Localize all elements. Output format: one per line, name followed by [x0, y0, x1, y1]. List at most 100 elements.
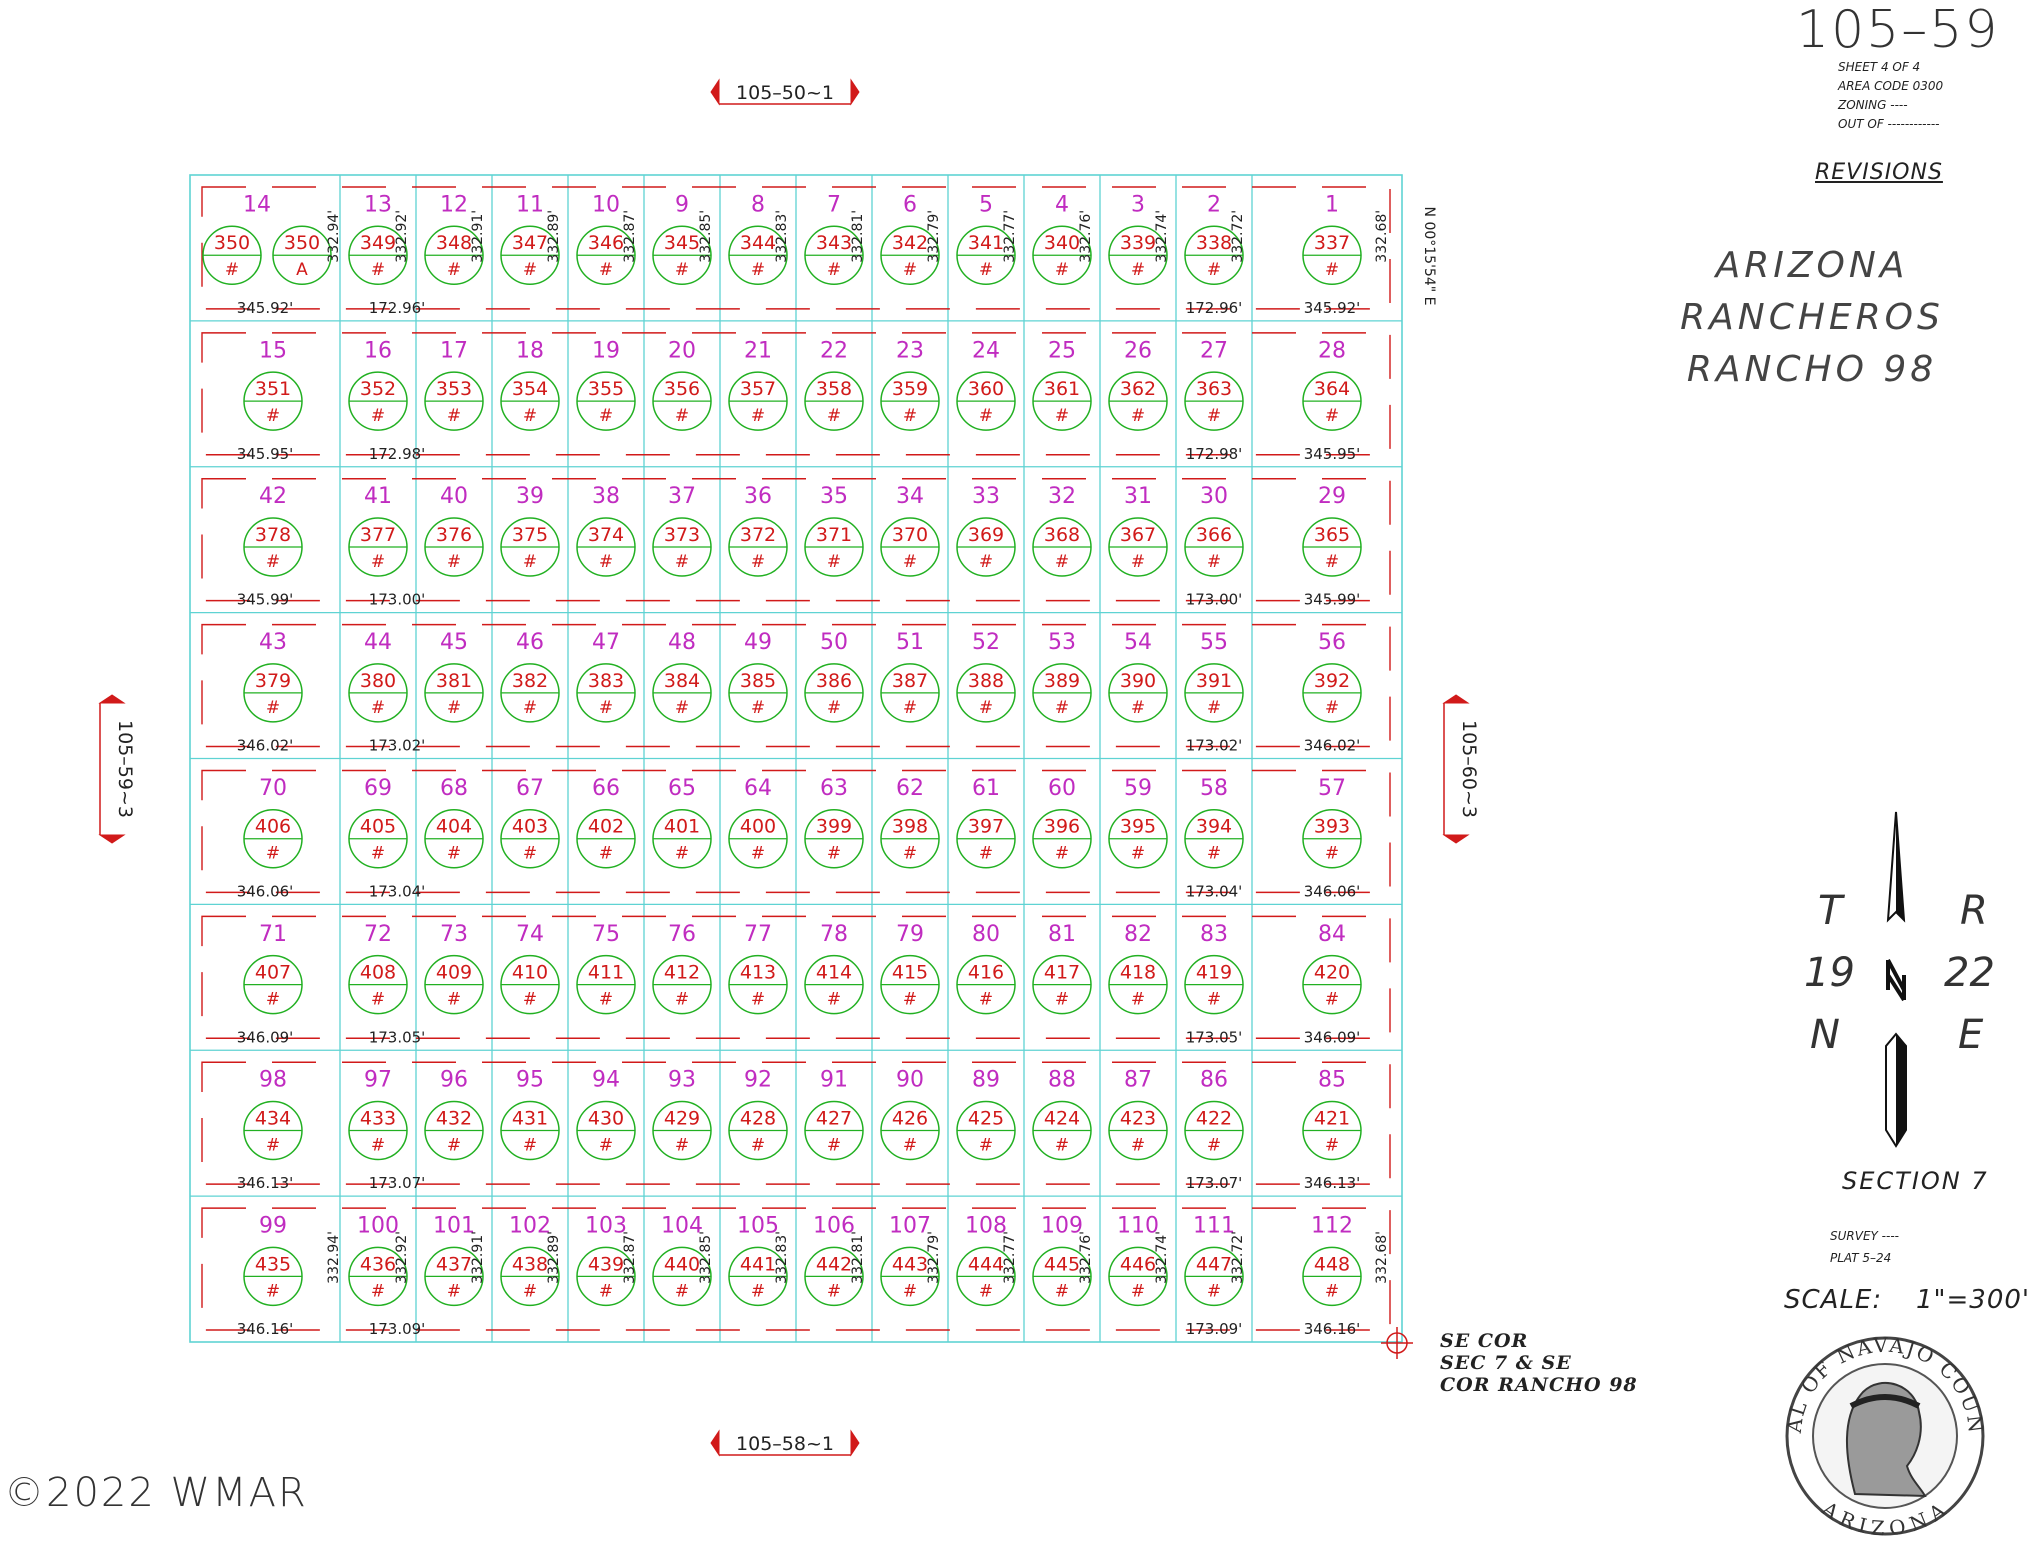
parcel-number: 380	[360, 670, 396, 692]
parcel-number: 370	[892, 524, 928, 546]
parcel-number: 409	[436, 962, 472, 984]
township-direction: N	[1810, 1012, 1840, 1058]
parcel-number: 435	[255, 1253, 291, 1275]
lot-number: 60	[1048, 776, 1076, 801]
lot-number: 88	[1048, 1068, 1076, 1093]
parcel-marker: #	[751, 1135, 765, 1155]
plat-line: PLAT 5–24	[1830, 1251, 1892, 1265]
parcel-marker: #	[447, 1281, 461, 1301]
parcel-marker: #	[266, 552, 280, 572]
lot-number: 52	[972, 630, 1000, 655]
parcel-marker: #	[903, 844, 917, 864]
dimension-label: 172.96'	[369, 299, 426, 317]
parcel-number: 373	[664, 524, 700, 546]
lot-number: 22	[820, 338, 848, 363]
parcel-marker: #	[599, 1281, 613, 1301]
lot-boundary	[201, 1207, 1391, 1331]
parcel-number: 429	[664, 1107, 700, 1129]
lot-number: 109	[1041, 1214, 1083, 1239]
vertical-dimension-label: 332.94'	[326, 210, 342, 263]
dimension-label: 172.96'	[1186, 299, 1243, 317]
lot-boundary	[201, 915, 1391, 1039]
lot-number: 74	[516, 922, 544, 947]
lot-number: 83	[1200, 922, 1228, 947]
parcel-number: 354	[512, 378, 548, 400]
parcel-number: 376	[436, 524, 472, 546]
lot-number: 108	[965, 1214, 1007, 1239]
parcel-number: 441	[740, 1253, 776, 1275]
section-label: SECTION 7	[1842, 1167, 1989, 1195]
parcel-marker: #	[675, 698, 689, 718]
parcel-number: 375	[512, 524, 548, 546]
lot-number: 71	[259, 922, 287, 947]
parcel-marker: #	[1207, 406, 1221, 426]
parcel-marker: #	[827, 990, 841, 1010]
parcel-number: 362	[1120, 378, 1156, 400]
parcel-marker: #	[675, 1135, 689, 1155]
parcel-marker: #	[447, 260, 461, 280]
corner-note: SE COR SEC 7 & SE COR RANCHO 98	[1440, 1330, 1638, 1396]
lot-number: 2	[1207, 192, 1221, 217]
parcel-number: 361	[1044, 378, 1080, 400]
parcel-number: 352	[360, 378, 396, 400]
parcel-number: 417	[1044, 962, 1080, 984]
parcel-marker: #	[751, 406, 765, 426]
parcel-marker: #	[523, 844, 537, 864]
parcel-number: 431	[512, 1107, 548, 1129]
parcel-number: 384	[664, 670, 700, 692]
zoning-line: ZONING ----	[1838, 98, 1908, 112]
lot-number: 8	[751, 192, 765, 217]
parcel-number: 377	[360, 524, 396, 546]
parcel-marker: #	[1207, 844, 1221, 864]
parcel-number: 400	[740, 816, 776, 838]
parcel-number: 351	[255, 378, 291, 400]
parcel-number: 341	[968, 232, 1004, 254]
parcel-marker: #	[371, 552, 385, 572]
parcel-marker: #	[599, 990, 613, 1010]
lot-number: 57	[1318, 776, 1346, 801]
parcel-marker: #	[599, 260, 613, 280]
dimension-label: 345.92'	[237, 299, 294, 317]
parcel-number: 388	[968, 670, 1004, 692]
lot-number: 38	[592, 484, 620, 509]
lot-number: 27	[1200, 338, 1228, 363]
vertical-dimension-label: 332.79'	[926, 1231, 942, 1284]
parcel-number: 406	[255, 816, 291, 838]
parcel-number: 344	[740, 232, 776, 254]
out-of-line: OUT OF ------------	[1838, 117, 1940, 131]
lot-number: 13	[364, 192, 392, 217]
parcel-number: 345	[664, 232, 700, 254]
bearing-label: N 00°15'54" E	[1421, 207, 1437, 306]
lot-number: 98	[259, 1068, 287, 1093]
lot-number: 68	[440, 776, 468, 801]
lot-number: 39	[516, 484, 544, 509]
parcel-number: 443	[892, 1253, 928, 1275]
parcel-number: 432	[436, 1107, 472, 1129]
lot-number: 36	[744, 484, 772, 509]
lot-number: 61	[972, 776, 1000, 801]
parcel-marker: #	[675, 406, 689, 426]
lot-number: 33	[972, 484, 1000, 509]
parcel-number: 378	[255, 524, 291, 546]
parcel-number: 350	[284, 232, 320, 254]
parcel-number: 379	[255, 670, 291, 692]
parcel-marker: #	[675, 990, 689, 1010]
lot-number: 93	[668, 1068, 696, 1093]
adjacent-ref-left-arrows	[98, 694, 126, 844]
parcel-number: 390	[1120, 670, 1156, 692]
parcel-marker: #	[827, 844, 841, 864]
parcel-number: 428	[740, 1107, 776, 1129]
parcel-marker: #	[1131, 552, 1145, 572]
lot-number: 66	[592, 776, 620, 801]
adjacent-ref-top-arrows	[710, 78, 860, 106]
range-number: 22	[1944, 950, 1995, 996]
corner-note-line-1: SE COR	[1440, 1330, 1529, 1352]
lot-number: 19	[592, 338, 620, 363]
parcel-number: 448	[1314, 1253, 1350, 1275]
vertical-dimension-label: 332.92'	[394, 210, 410, 263]
parcel-marker: #	[447, 552, 461, 572]
seal-headband-icon	[1849, 1394, 1921, 1409]
lot-number: 103	[585, 1214, 627, 1239]
parcel-number: 395	[1120, 816, 1156, 838]
lot-number: 56	[1318, 630, 1346, 655]
